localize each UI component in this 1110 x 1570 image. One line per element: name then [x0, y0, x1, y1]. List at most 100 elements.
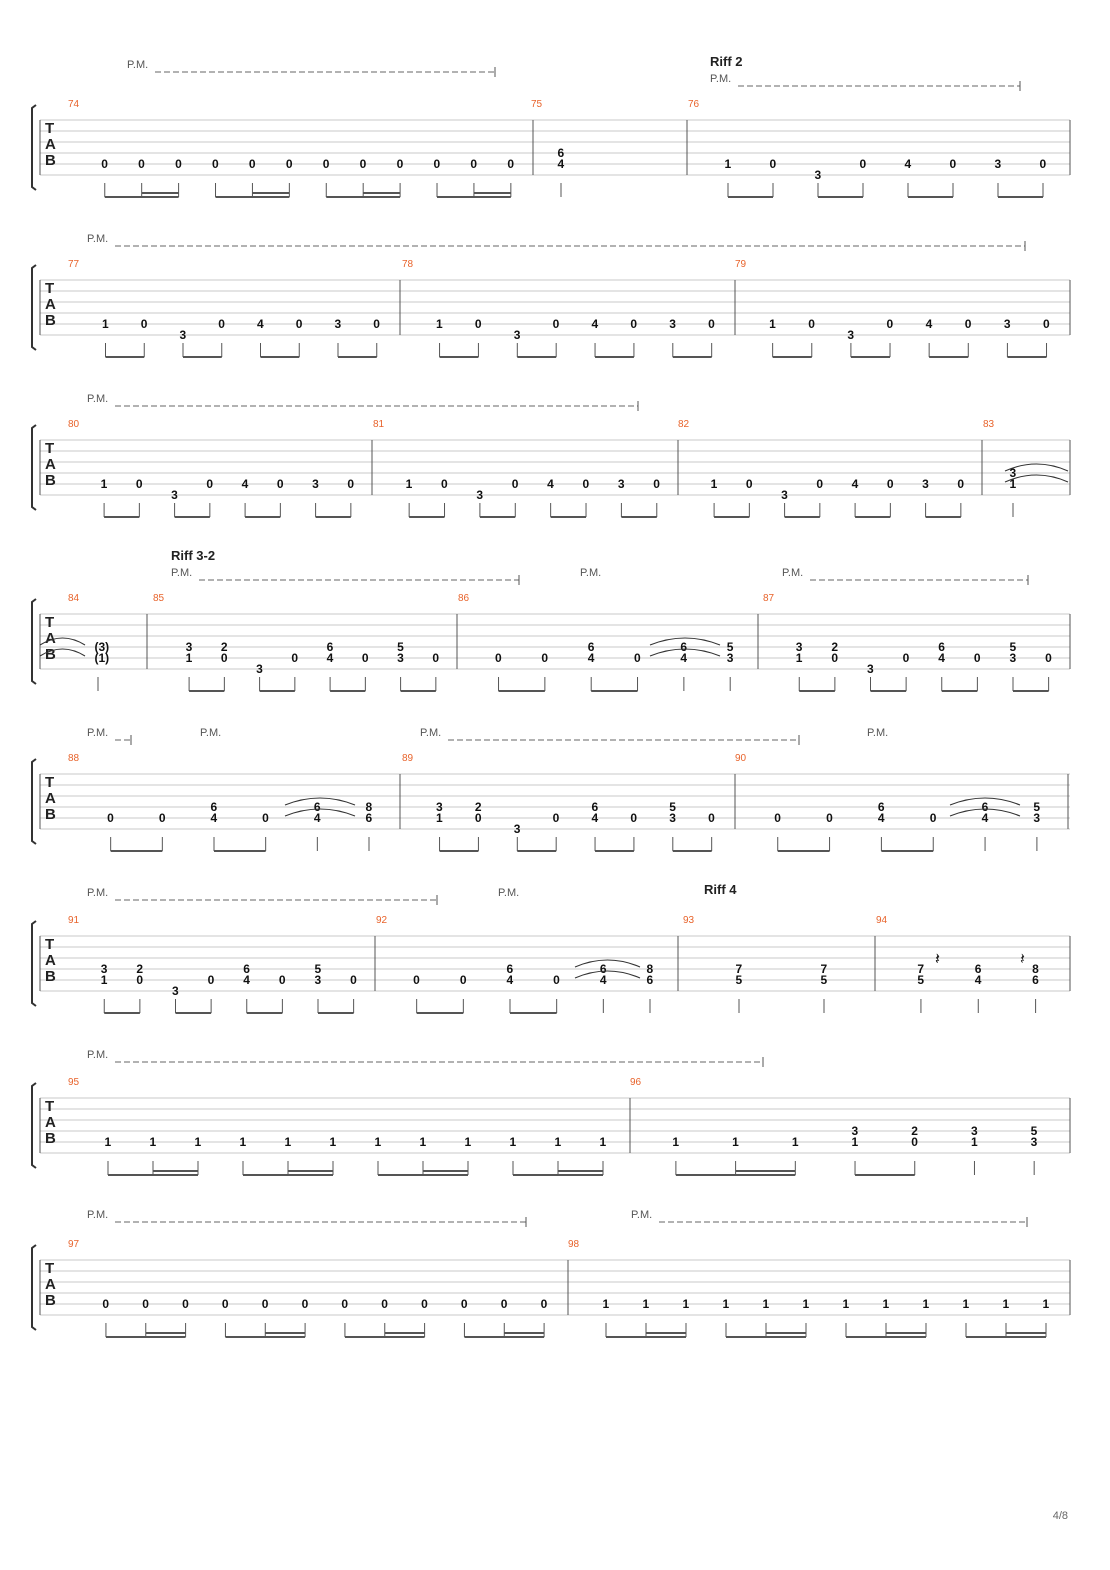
quarter-rest-icon: 𝄽 [935, 951, 940, 968]
measure-number: 94 [876, 915, 888, 926]
fret-number: 3 [315, 973, 322, 987]
fret-number: (3) [95, 640, 110, 654]
quarter-rest-icon: 𝄽 [935, 951, 940, 968]
tie-arc [39, 637, 86, 646]
palm-mute-label: P.M. [87, 887, 108, 899]
measure-number: 98 [568, 1239, 580, 1250]
fret-number: 4 [547, 477, 554, 491]
fret-number: 1 [240, 1135, 247, 1149]
fret-number: 0 [1043, 317, 1050, 331]
tie-arc [649, 637, 721, 646]
fret-number: 0 [206, 477, 213, 491]
tie-arc [649, 648, 721, 657]
fret-number: 0 [1040, 157, 1047, 171]
palm-mute-label: P.M. [782, 567, 803, 579]
fret-number: 0 [887, 477, 894, 491]
measure-number: 74 [68, 99, 80, 110]
fret-number: 5 [727, 640, 734, 654]
system-bracket [31, 598, 37, 685]
palm-mute-label: P.M. [631, 1209, 652, 1221]
fret-number: 0 [475, 811, 482, 825]
fret-number: 1 [796, 651, 803, 665]
fret-number: 1 [672, 1135, 679, 1149]
fret-number: 2 [136, 962, 143, 976]
fret-number: 1 [803, 1297, 810, 1311]
tie-arc [1004, 463, 1069, 472]
measure-number: 95 [68, 1077, 80, 1088]
fret-number: 0 [323, 157, 330, 171]
fret-number: 2 [221, 640, 228, 654]
fret-number: 1 [186, 651, 193, 665]
fret-number: 1 [763, 1297, 770, 1311]
fret-number: 0 [630, 811, 637, 825]
palm-mute-label: P.M. [87, 1049, 108, 1061]
fret-number: 6 [1032, 973, 1039, 987]
fret-number: 0 [460, 973, 467, 987]
tab-clef-letter: A [45, 456, 56, 473]
tab-clef-letter: T [45, 1260, 54, 1277]
fret-number: 1 [436, 317, 443, 331]
fret-number: 0 [175, 157, 182, 171]
fret-number: 5 [917, 973, 924, 987]
measure-number: 83 [983, 419, 995, 430]
measure-number: 87 [763, 593, 775, 604]
fret-number: 3 [1010, 466, 1017, 480]
fret-number: 3 [1010, 651, 1017, 665]
quarter-rest-icon: 𝄽 [1020, 951, 1025, 968]
fret-number: 0 [102, 1297, 109, 1311]
tab-clef-letter: T [45, 936, 54, 953]
fret-number: 6 [558, 146, 565, 160]
fret-number: 0 [470, 157, 477, 171]
fret-number: 0 [501, 1297, 508, 1311]
tie-arc [1004, 474, 1069, 483]
measure-number: 88 [68, 753, 80, 764]
fret-number: 7 [736, 962, 743, 976]
fret-number: 0 [816, 477, 823, 491]
fret-number: 0 [774, 811, 781, 825]
fret-number: 0 [583, 477, 590, 491]
fret-number: 0 [461, 1297, 468, 1311]
tab-clef-letter: B [45, 806, 56, 823]
fret-number: 0 [381, 1297, 388, 1311]
fret-number: 0 [860, 157, 867, 171]
fret-number: 4 [878, 811, 885, 825]
fret-number: 1 [725, 157, 732, 171]
fret-number: 0 [208, 973, 215, 987]
fret-number: 5 [1031, 1124, 1038, 1138]
system-bracket [31, 1082, 37, 1169]
fret-number: 3 [815, 168, 822, 182]
fret-number: 0 [221, 651, 228, 665]
fret-number: 4 [680, 651, 687, 665]
fret-number: 4 [592, 317, 599, 331]
fret-number: 1 [420, 1135, 427, 1149]
fret-number: 0 [974, 651, 981, 665]
measure-number: 80 [68, 419, 80, 430]
palm-mute-label: P.M. [87, 393, 108, 405]
fret-number: 0 [495, 651, 502, 665]
fret-number: 4 [982, 811, 989, 825]
palm-mute-label: P.M. [200, 727, 221, 739]
fret-number: 4 [905, 157, 912, 171]
fret-number: 6 [592, 800, 599, 814]
fret-number: 3 [514, 328, 521, 342]
fret-number: 3 [101, 962, 108, 976]
fret-number: 4 [926, 317, 933, 331]
fret-number: 0 [249, 157, 256, 171]
fret-number: 4 [592, 811, 599, 825]
fret-number: 3 [852, 1124, 859, 1138]
fret-number: 6 [982, 800, 989, 814]
fret-number: 0 [432, 651, 439, 665]
palm-mute-label: P.M. [171, 567, 192, 579]
fret-number: 3 [669, 811, 676, 825]
fret-number: 0 [512, 477, 519, 491]
fret-number: 3 [397, 651, 404, 665]
fret-number: 4 [211, 811, 218, 825]
tie-arc [284, 797, 356, 806]
fret-number: 0 [182, 1297, 189, 1311]
fret-number: 0 [107, 811, 114, 825]
palm-mute-label: P.M. [498, 887, 519, 899]
fret-number: 8 [1032, 962, 1039, 976]
fret-number: 1 [101, 973, 108, 987]
measure-number: 82 [678, 419, 690, 430]
riff-label: Riff 3-2 [171, 548, 215, 563]
